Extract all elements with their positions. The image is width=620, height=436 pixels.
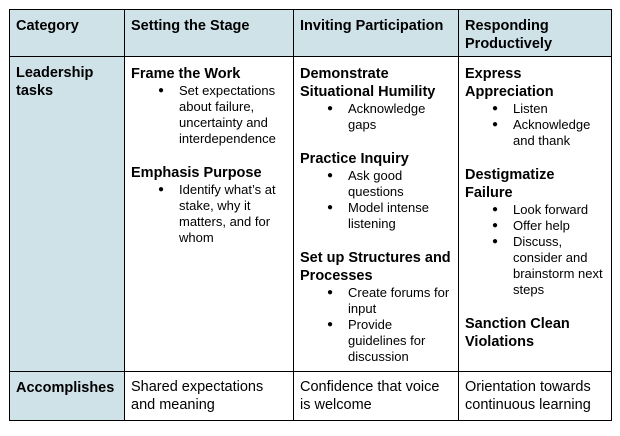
bullet-icon: ● <box>492 103 499 114</box>
header-category: Category <box>9 9 125 57</box>
task-section: Practice Inquiry ● Ask good questions ● Mode… <box>300 150 452 232</box>
bullet-list: ● Acknowledge gaps <box>300 101 452 133</box>
bullet-icon: ● <box>492 119 499 130</box>
task-section: Sanction Clean Violations <box>465 315 605 351</box>
responding-accomplishes-cell: Orientation towards continuous learning <box>458 371 612 421</box>
bullet-list: ● Ask good questions ● Model intense listen… <box>300 168 452 232</box>
row-label-accomplishes: Accomplishes <box>9 371 125 421</box>
section-heading: Express Appreciation <box>465 66 554 100</box>
list-item-text: Identify what’s at stake, why it matters… <box>179 182 276 245</box>
list-item-text: Discuss, consider and brainstorm next st… <box>513 234 603 297</box>
section-heading: Set up Structures and Processes <box>300 250 451 284</box>
bullet-icon: ● <box>327 319 334 330</box>
list-item: ● Identify what’s at stake, why it matter… <box>131 182 287 246</box>
bullet-icon: ● <box>492 220 499 231</box>
list-item: ● Model intense listening <box>300 200 452 232</box>
leadership-tasks-row: Leadership tasks Frame the Work ● Set expe… <box>9 56 612 372</box>
list-item: ● Acknowledge gaps <box>300 101 452 133</box>
task-section: Demonstrate Situational Humility ● Acknowl… <box>300 65 452 133</box>
stage-tasks-cell: Frame the Work ● Set expectations about fa… <box>124 56 294 372</box>
list-item-text: Set expectations about failure, uncertai… <box>179 83 276 146</box>
header-inviting-participation: Inviting Participation <box>293 9 459 57</box>
list-item: ● Listen <box>465 101 605 117</box>
list-item-text: Provide guidelines for discussion <box>348 317 426 364</box>
header-responding-productively: Responding Productively <box>458 9 612 57</box>
list-item: ● Look forward <box>465 202 605 218</box>
bullet-icon: ● <box>492 204 499 215</box>
bullet-icon: ● <box>492 236 499 247</box>
bullet-list: ● Identify what’s at stake, why it matter… <box>131 182 287 246</box>
list-item: ● Set expectations about failure, uncerta… <box>131 83 287 147</box>
bullet-icon: ● <box>158 184 165 195</box>
header-row: Category Setting the Stage Inviting Part… <box>9 9 612 57</box>
section-heading: Sanction Clean Violations <box>465 316 570 350</box>
bullet-list: ● Create forums for input ● Provide guideli… <box>300 285 452 365</box>
list-item-text: Acknowledge and thank <box>513 117 591 148</box>
list-item-text: Acknowledge gaps <box>348 101 426 132</box>
bullet-icon: ● <box>158 85 165 96</box>
participation-tasks-cell: Demonstrate Situational Humility ● Acknowl… <box>293 56 459 372</box>
stage-accomplishes-cell: Shared expectations and meaning <box>124 371 294 421</box>
list-item: ● Offer help <box>465 218 605 234</box>
participation-accomplishes-cell: Confidence that voice is welcome <box>293 371 459 421</box>
section-heading: Practice Inquiry <box>300 151 409 167</box>
section-heading: Frame the Work <box>131 66 241 82</box>
list-item: ● Acknowledge and thank <box>465 117 605 149</box>
list-item: ● Ask good questions <box>300 168 452 200</box>
bullet-list: ● Listen ● Acknowledge and thank <box>465 101 605 149</box>
leadership-table: Category Setting the Stage Inviting Part… <box>9 9 612 421</box>
list-item: ● Provide guidelines for discussion <box>300 317 452 365</box>
list-item: ● Discuss, consider and brainstorm next s… <box>465 234 605 298</box>
list-item: ● Create forums for input <box>300 285 452 317</box>
list-item-text: Ask good questions <box>348 168 404 199</box>
bullet-icon: ● <box>327 202 334 213</box>
list-item-text: Offer help <box>513 218 570 233</box>
task-section: Set up Structures and Processes ● Create f… <box>300 249 452 365</box>
row-label-leadership-tasks: Leadership tasks <box>9 56 125 372</box>
list-item-text: Model intense listening <box>348 200 429 231</box>
task-section: Emphasis Purpose ● Identify what’s at stak… <box>131 164 287 246</box>
section-heading: Demonstrate Situational Humility <box>300 66 436 100</box>
list-item-text: Listen <box>513 101 548 116</box>
accomplishes-row: Accomplishes Shared expectations and mea… <box>9 371 612 421</box>
bullet-icon: ● <box>327 287 334 298</box>
list-item-text: Create forums for input <box>348 285 450 316</box>
list-item-text: Look forward <box>513 202 589 217</box>
task-section: Destigmatize Failure ● Look forward ● Offer … <box>465 166 605 298</box>
bullet-list: ● Set expectations about failure, uncerta… <box>131 83 287 147</box>
task-section: Frame the Work ● Set expectations about fa… <box>131 65 287 147</box>
section-heading: Emphasis Purpose <box>131 165 262 181</box>
responding-tasks-cell: Express Appreciation ● Listen ● Acknowledge … <box>458 56 612 372</box>
header-setting-the-stage: Setting the Stage <box>124 9 294 57</box>
task-section: Express Appreciation ● Listen ● Acknowledge … <box>465 65 605 149</box>
bullet-icon: ● <box>327 170 334 181</box>
section-heading: Destigmatize Failure <box>465 167 555 201</box>
bullet-icon: ● <box>327 103 334 114</box>
bullet-list: ● Look forward ● Offer help ● Discuss, consid… <box>465 202 605 298</box>
